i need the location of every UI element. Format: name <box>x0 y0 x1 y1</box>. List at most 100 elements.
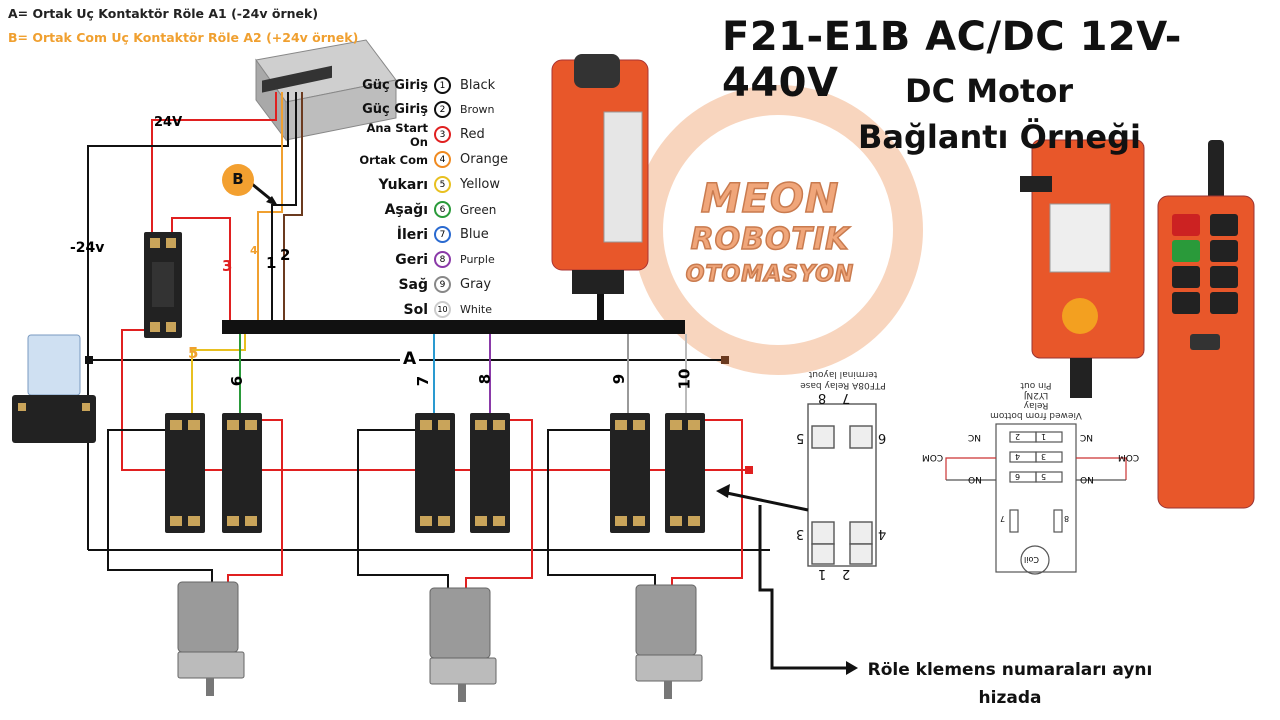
legend-number: 5 <box>434 176 451 193</box>
receiver-unit <box>551 54 649 294</box>
legend-row: Aşağı 6 Green <box>356 197 508 222</box>
badge-b: B <box>232 170 244 188</box>
label-minus24v: -24v <box>70 240 105 256</box>
title: F21-E1B AC/DC 12V-440V <box>722 14 1182 106</box>
pinout-heading: Viewed from bottom Relay LY2NJ Pin out <box>986 380 1086 420</box>
legend-row: İleri 7 Blue <box>356 222 508 247</box>
legend-label: Sağ <box>398 276 428 293</box>
legend-row: Sol 10 White <box>356 297 508 322</box>
legend-color: Gray <box>460 277 492 292</box>
wire-number-6: 6 <box>228 375 247 387</box>
pinout-heading-line: Pin out <box>1020 380 1052 390</box>
pinout-heading-line: Viewed from bottom <box>990 410 1082 420</box>
wire-number-4: 4 <box>250 244 258 257</box>
legend-row: Geri 8 Purple <box>356 247 508 272</box>
plugin-relay <box>12 334 96 443</box>
wire-number-10: 10 <box>675 368 694 390</box>
legend-number: 4 <box>434 151 451 168</box>
power-supply <box>255 39 397 142</box>
legend-row: Güç Giriş 1 Black <box>356 74 508 97</box>
cable-drop <box>597 268 604 322</box>
remote-buttons <box>1172 214 1238 350</box>
relay-pin-5: 5 <box>796 430 805 445</box>
pinout-no-right: NO <box>1080 474 1094 484</box>
relay-pin-3: 3 <box>796 526 805 541</box>
legend-label: Aşağı <box>384 201 428 218</box>
pinout-pin-7: 7 <box>1000 514 1006 523</box>
legend-row: Güç Giriş 2 Brown <box>356 97 508 122</box>
legend-color: Brown <box>460 103 495 116</box>
relay-pin-6: 6 <box>878 430 887 445</box>
remote-side <box>1020 139 1145 398</box>
label-bus-a: A <box>400 349 420 369</box>
relay-main <box>144 232 182 338</box>
pinout-pin-2: 2 <box>1015 432 1021 441</box>
pinout-pin-1: 1 <box>1041 432 1047 441</box>
pinout-diagram <box>945 423 1127 575</box>
legend-label: Yukarı <box>378 176 428 193</box>
legend-number: 7 <box>434 226 451 243</box>
pinout-com-left: COM <box>922 452 944 462</box>
pinout-nc-right: NC <box>1080 432 1094 442</box>
pinout-com-right: COM <box>1118 452 1140 462</box>
note-a: A= Ortak Uç Kontaktör Röle A1 (-24v örne… <box>8 6 319 21</box>
wire-24v <box>151 92 277 240</box>
legend-label: İleri <box>396 226 428 243</box>
wire-number-2: 2 <box>280 246 291 264</box>
wire-number-3: 3 <box>222 257 233 275</box>
pinout-heading-line: Relay <box>1023 400 1049 410</box>
pinout-pin-3: 3 <box>1041 452 1047 461</box>
legend-color: Black <box>460 78 496 93</box>
color-legend: Güç Giriş 1 Black Güç Giriş 2 Brown Ana … <box>356 74 508 322</box>
main-cable <box>222 320 685 334</box>
wire-number-5: 5 <box>188 344 199 362</box>
relay-layout-heading: PTF08A Relay base terminal layout <box>800 368 886 390</box>
legend-color: Orange <box>460 152 509 167</box>
subtitle-2: Bağlantı Örneği <box>858 118 1141 156</box>
remote-front <box>1157 140 1255 509</box>
watermark-robotik: ROBOTIK <box>690 221 850 258</box>
legend-number: 1 <box>434 77 451 94</box>
legend-row: Ortak Com 4 Orange <box>356 147 508 172</box>
caption: Röle klemens numaraları aynı hizada <box>867 660 1153 708</box>
relay-layout-heading-line: PTF08A Relay base <box>800 380 886 390</box>
legend-color: Yellow <box>460 177 501 192</box>
wire-3 <box>171 217 231 322</box>
wire-number-9: 9 <box>610 373 629 385</box>
relay-pin-7: 7 <box>842 390 851 405</box>
legend-color: Red <box>460 127 485 142</box>
wire-number-1: 1 <box>266 254 277 272</box>
legend-color: Purple <box>460 253 495 266</box>
subtitle-1: DC Motor <box>905 72 1074 110</box>
legend-row: Sağ 9 Gray <box>356 272 508 297</box>
legend-number: 3 <box>434 126 451 143</box>
relay-pin-8: 8 <box>818 390 827 405</box>
legend-label: Güç Giriş <box>362 102 428 117</box>
relay-base-layout <box>807 403 877 567</box>
legend-label: Güç Giriş <box>362 78 428 93</box>
wire-number-7: 7 <box>414 375 433 387</box>
legend-row: Yukarı 5 Yellow <box>356 172 508 197</box>
relay-pin-4: 4 <box>878 526 887 541</box>
legend-number: 10 <box>434 301 451 318</box>
wire-black-supply <box>87 92 289 550</box>
badge-b-circle <box>222 164 254 196</box>
legend-number: 9 <box>434 276 451 293</box>
pinout-no-left: NO <box>968 474 982 484</box>
wire-1 <box>271 92 297 322</box>
legend-row: Ana Start On 3 Red <box>356 121 508 149</box>
legend-number: 6 <box>434 201 451 218</box>
pinout-coil: Coil <box>1024 555 1039 564</box>
pinout-pin-8: 8 <box>1064 514 1070 523</box>
wire-number-8: 8 <box>476 373 495 385</box>
pinout-pin-6: 6 <box>1015 472 1021 481</box>
relay-pin-1: 1 <box>818 566 827 581</box>
legend-number: 8 <box>434 251 451 268</box>
wire-orange-b <box>257 92 283 322</box>
legend-color: White <box>460 303 492 316</box>
legend-label: Sol <box>403 301 429 318</box>
watermark-otomasyon: OTOMASYON <box>685 261 855 288</box>
pinout-heading-line: LY2NJ <box>1023 390 1049 400</box>
wire-2 <box>283 92 303 322</box>
watermark-meon: MEON <box>700 175 840 223</box>
